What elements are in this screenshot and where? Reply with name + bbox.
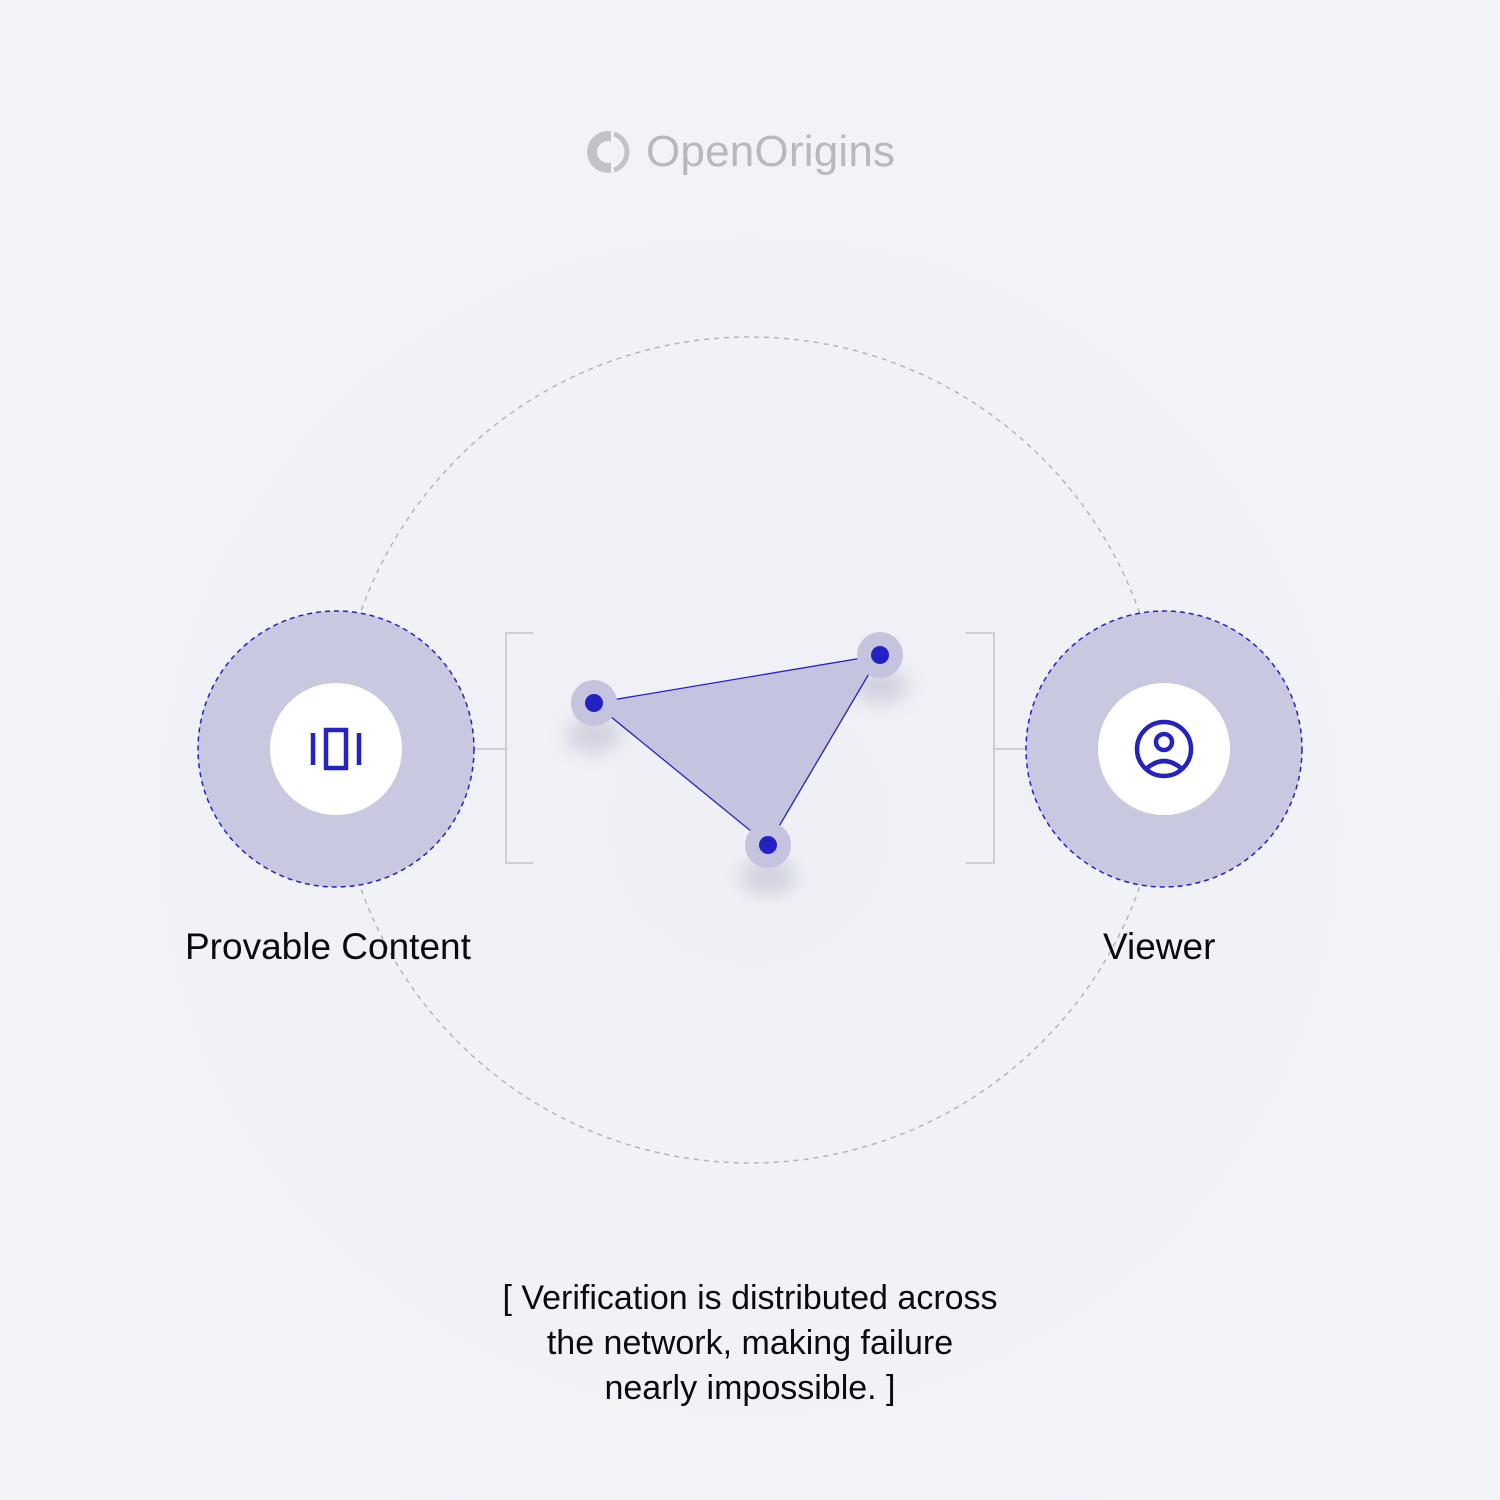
caption-line-2: the network, making failure	[546, 1324, 954, 1362]
caption-line-1: [ Verification is distributed across	[502, 1279, 998, 1317]
brand-name: OpenOrigins	[646, 127, 896, 176]
provable-content-label: Provable Content	[185, 926, 471, 967]
bracket-right	[966, 632, 995, 864]
viewer-node	[1025, 610, 1303, 888]
user-circle-icon	[1134, 719, 1194, 779]
triangle-network-icon	[566, 632, 908, 895]
network-triangle	[592, 654, 882, 846]
provable-content-badge	[270, 683, 402, 815]
caption: [ Verification is distributed across the…	[400, 1276, 1100, 1411]
network-node	[759, 836, 777, 854]
node-shadow	[566, 717, 622, 753]
openorigins-logo-icon	[586, 131, 630, 173]
brand-logo: OpenOrigins	[584, 124, 895, 180]
caption-line-3: nearly impossible. ]	[604, 1369, 896, 1407]
node-shadow	[740, 859, 796, 895]
provable-content-node	[197, 610, 475, 888]
carousel-icon	[310, 727, 362, 771]
network-node	[585, 694, 603, 712]
viewer-label: Viewer	[1103, 926, 1216, 967]
network-node	[871, 646, 889, 664]
bracket-left	[505, 632, 534, 864]
